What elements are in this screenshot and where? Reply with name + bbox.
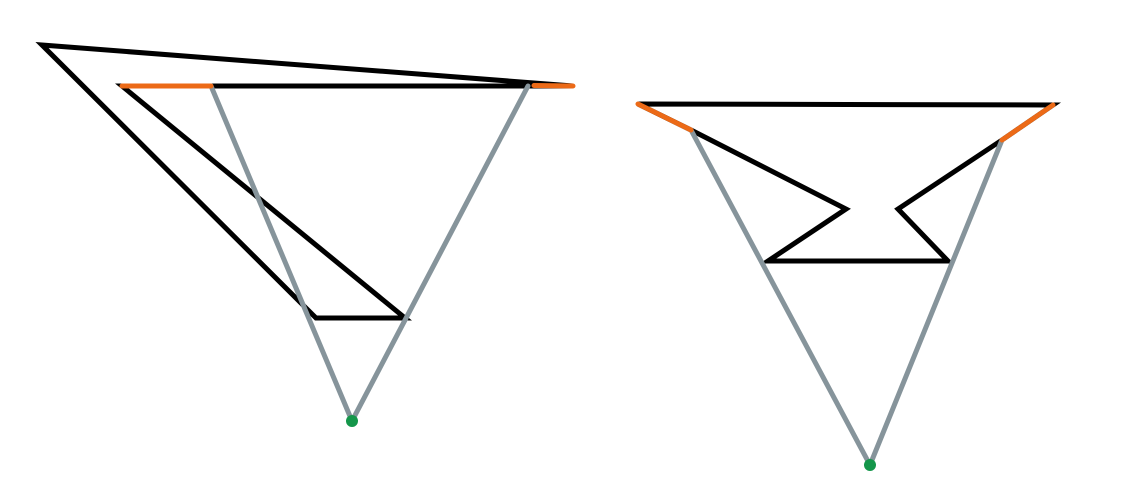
left-viewpoint: [346, 415, 358, 427]
left-sight-line-1: [208, 83, 355, 424]
right-sight-line-1: [688, 127, 873, 468]
left-sight-line-2: [349, 83, 531, 424]
right-sight-line-2: [867, 137, 1005, 468]
right-figure: [635, 101, 1062, 471]
left-figure: [35, 41, 576, 427]
right-visible-edge-2: [999, 102, 1056, 143]
right-viewpoint: [864, 459, 876, 471]
left-polygon: [35, 41, 574, 321]
left-visible-edge-2: [531, 83, 576, 89]
right-visible-edge-1: [635, 101, 694, 133]
right-polygon: [636, 101, 1062, 264]
